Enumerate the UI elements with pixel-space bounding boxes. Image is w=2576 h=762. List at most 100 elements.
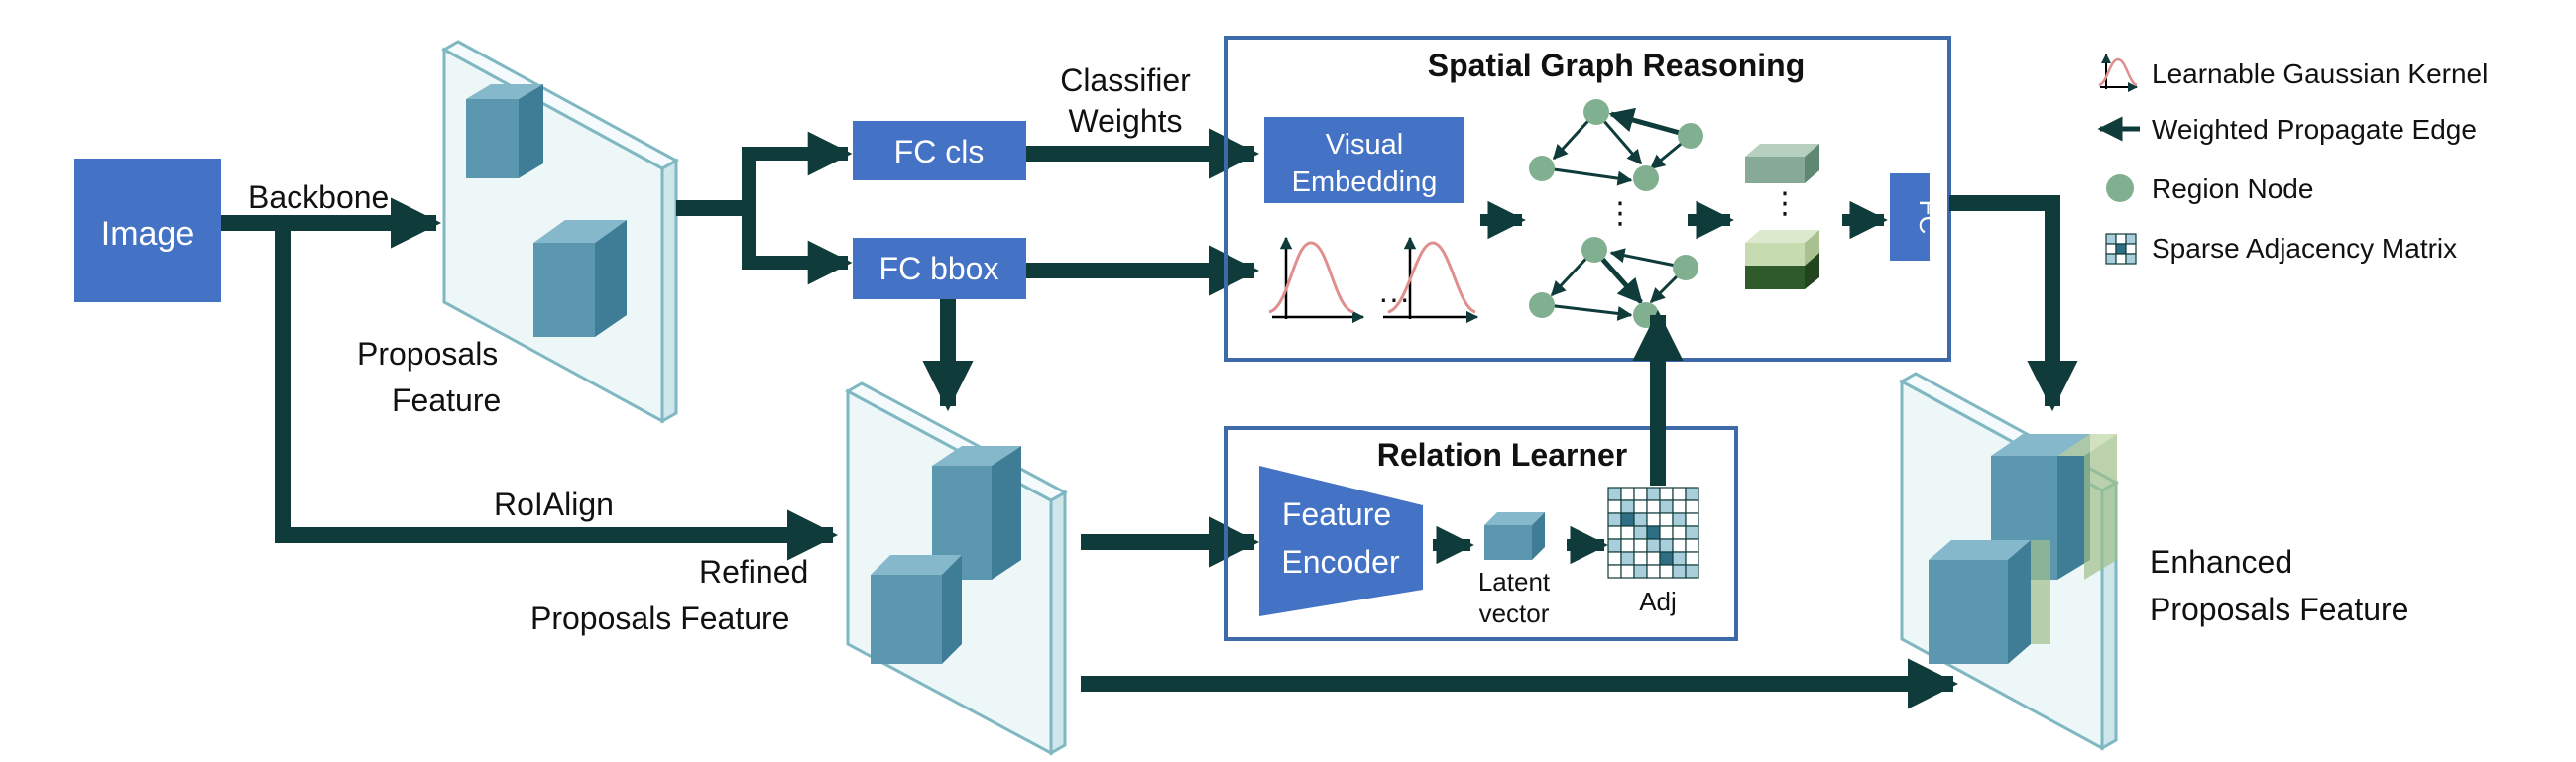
gaussian-kernel-1 bbox=[1268, 236, 1365, 324]
matrix-cell bbox=[1633, 512, 1648, 527]
rl-title: Relation Learner bbox=[1377, 437, 1628, 473]
matrix-cell bbox=[1672, 499, 1687, 514]
matrix-cell bbox=[2125, 233, 2137, 245]
matrix-cell bbox=[1620, 564, 1635, 579]
fc-cls-label: FC cls bbox=[894, 134, 985, 169]
matrix-cell bbox=[1620, 487, 1635, 501]
legend-matrix-icon bbox=[2105, 233, 2137, 265]
feature-encoder-line1: Feature bbox=[1282, 496, 1391, 532]
gaussian-kernel-2 bbox=[1383, 236, 1479, 324]
matrix-cell bbox=[1646, 551, 1661, 566]
gaussian-ellipsis: ··· bbox=[1378, 280, 1410, 316]
graph-bottom bbox=[1529, 237, 1698, 328]
matrix-cell bbox=[2125, 253, 2137, 265]
matrix-cell bbox=[1620, 538, 1635, 553]
matrix-cell bbox=[1659, 512, 1674, 527]
enhanced-label-line1: Enhanced bbox=[2150, 544, 2292, 580]
matrix-cell bbox=[1685, 512, 1699, 527]
matrix-cell bbox=[2115, 233, 2127, 245]
relation-learner-frame: Relation Learner Feature Encoder Latent … bbox=[1224, 426, 1738, 641]
fc-bbox-box: FC bbox bbox=[853, 238, 1026, 299]
matrix-cell bbox=[1646, 564, 1661, 579]
fc-bbox-label: FC bbox bbox=[879, 251, 999, 286]
matrix-cell bbox=[1685, 499, 1699, 514]
fc-cls-box: FC cls bbox=[853, 121, 1026, 180]
sgr-output-arrow bbox=[1949, 195, 2078, 412]
graph-top bbox=[1529, 99, 1703, 191]
matrix-cell bbox=[1646, 487, 1661, 501]
matrix-cell bbox=[1659, 499, 1674, 514]
matrix-cell bbox=[1672, 538, 1687, 553]
matrix-cell bbox=[1672, 525, 1687, 540]
feature-encoder-shape bbox=[1259, 466, 1423, 616]
matrix-cell bbox=[1620, 525, 1635, 540]
matrix-cell bbox=[1685, 525, 1699, 540]
legend-matrix-label: Sparse Adjacency Matrix bbox=[2152, 233, 2457, 264]
latent-cube bbox=[1484, 512, 1545, 560]
classifier-label-line2: Weights bbox=[1068, 103, 1182, 139]
matrix-cell bbox=[1685, 564, 1699, 579]
legend-gaussian-label: Learnable Gaussian Kernel bbox=[2152, 58, 2488, 89]
refined-cube-large bbox=[932, 446, 1021, 580]
latent-label-line2: vector bbox=[1479, 599, 1550, 628]
matrix-cell bbox=[1607, 487, 1622, 501]
matrix-cell bbox=[1646, 499, 1661, 514]
matrix-cell bbox=[1633, 564, 1648, 579]
latent-label-line1: Latent bbox=[1478, 567, 1551, 597]
matrix-cell bbox=[1607, 551, 1622, 566]
matrix-cell bbox=[1659, 487, 1674, 501]
refined-label-line1: Refined bbox=[699, 554, 808, 590]
matrix-cell bbox=[1633, 499, 1648, 514]
proposals-feature-plate bbox=[440, 40, 680, 424]
enhanced-label-line2: Proposals Feature bbox=[2150, 592, 2408, 627]
matrix-cell bbox=[1607, 512, 1622, 527]
cube-large bbox=[533, 220, 627, 337]
legend-node-icon bbox=[2106, 174, 2134, 202]
matrix-cell bbox=[1685, 551, 1699, 566]
matrix-cell bbox=[1620, 551, 1635, 566]
matrix-cell bbox=[1659, 551, 1674, 566]
matrix-cell bbox=[1607, 538, 1622, 553]
blocks-vdots: ⋮ bbox=[1770, 187, 1800, 220]
roialign-label: RoIAlign bbox=[494, 487, 614, 522]
matrix-cell bbox=[1685, 538, 1699, 553]
visual-embedding-box bbox=[1264, 117, 1464, 203]
matrix-cell bbox=[1646, 538, 1661, 553]
fc-box bbox=[1890, 173, 1930, 261]
matrix-cell bbox=[1672, 512, 1687, 527]
proposals-label-line1: Proposals bbox=[357, 336, 498, 372]
matrix-cell bbox=[1672, 487, 1687, 501]
matrix-cell bbox=[1620, 512, 1635, 527]
matrix-cell bbox=[2125, 243, 2137, 255]
backbone-arrow: Backbone bbox=[221, 179, 442, 249]
visual-label-line1: Visual bbox=[1326, 129, 1403, 161]
matrix-cell bbox=[2105, 243, 2117, 255]
matrix-cell bbox=[2115, 253, 2127, 265]
enhanced-feature-plate bbox=[1898, 372, 2120, 751]
sgr-title: Spatial Graph Reasoning bbox=[1428, 48, 1806, 83]
adj-label: Adj bbox=[1639, 587, 1677, 616]
matrix-cell bbox=[1685, 487, 1699, 501]
classifier-label-line1: Classifier bbox=[1060, 62, 1191, 98]
feature-encoder-line2: Encoder bbox=[1281, 544, 1400, 580]
matrix-cell bbox=[1646, 512, 1661, 527]
cube-small bbox=[466, 84, 543, 178]
legend: Learnable Gaussian Kernel Weighted Propa… bbox=[2097, 54, 2488, 265]
matrix-cell bbox=[1672, 551, 1687, 566]
roialign-arrow: RoIAlign bbox=[275, 223, 839, 561]
visual-label-line2: Embedding bbox=[1292, 166, 1438, 198]
graph-vdots: ⋮ bbox=[1605, 197, 1635, 230]
refined-label-line2: Proposals Feature bbox=[530, 600, 789, 636]
image-label: Image bbox=[101, 215, 195, 253]
matrix-cell bbox=[1607, 499, 1622, 514]
matrix-cell bbox=[2105, 253, 2117, 265]
fork-arrows bbox=[676, 131, 853, 285]
matrix-cell bbox=[2105, 233, 2117, 245]
legend-gaussian-icon bbox=[2098, 54, 2138, 92]
matrix-cell bbox=[1607, 525, 1622, 540]
legend-edge-label: Weighted Propagate Edge bbox=[2152, 114, 2477, 145]
refined-feature-plate bbox=[844, 381, 1069, 756]
matrix-cell bbox=[1633, 551, 1648, 566]
enhanced-cube-small bbox=[1929, 540, 2050, 664]
